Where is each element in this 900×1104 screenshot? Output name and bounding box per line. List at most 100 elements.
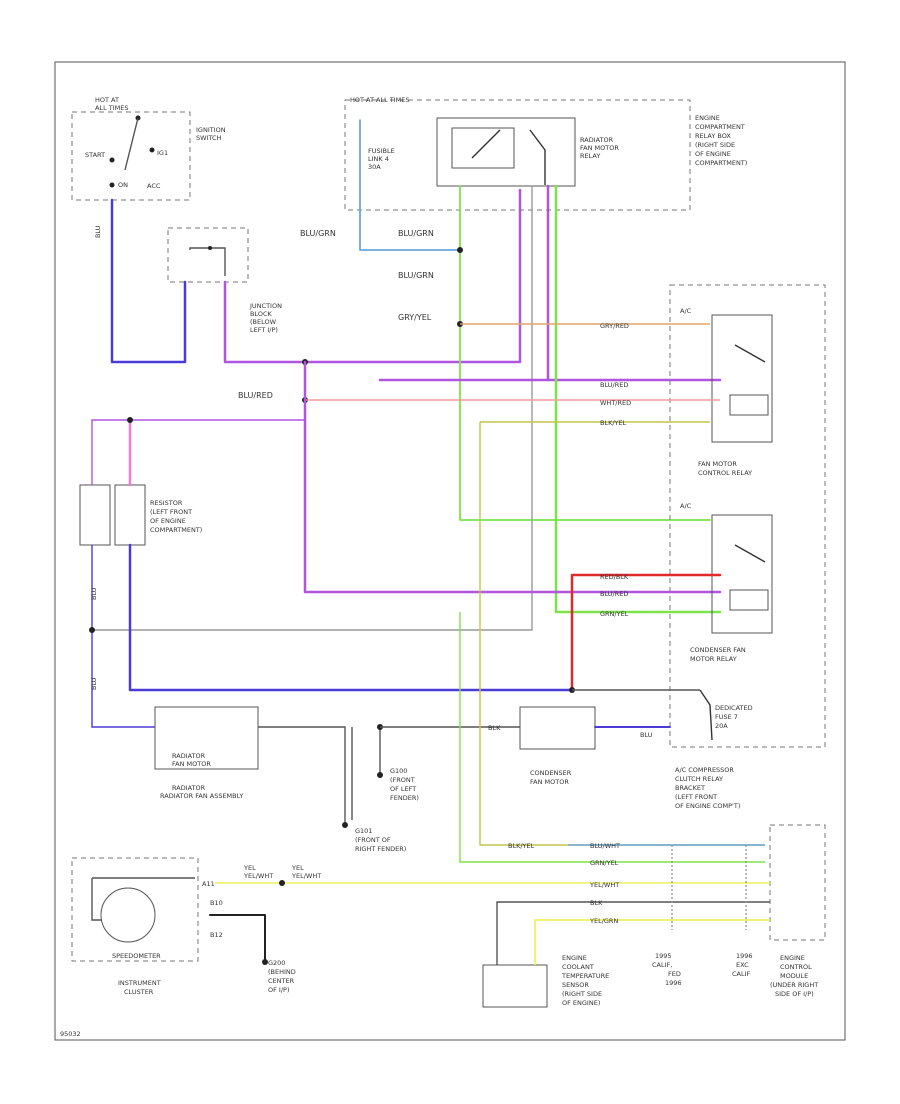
label: ENGINE [695, 114, 720, 122]
wire-blu [110, 198, 187, 364]
condenser-fan-relay [711, 514, 773, 634]
wire-label: BLU [90, 677, 98, 690]
label: A/C COMPRESSOR [675, 766, 734, 774]
splice [89, 627, 95, 633]
label: RADIATOR FAN ASSEMBLY [160, 792, 243, 800]
relay-contact [471, 129, 501, 159]
label: (RIGHT SIDE [562, 990, 602, 998]
label: (BEHIND [268, 968, 296, 976]
wire-gry-yel [459, 185, 711, 521]
ground [342, 822, 348, 828]
splice [127, 417, 133, 423]
label: COOLANT [562, 963, 594, 971]
label: MOTOR RELAY [690, 655, 737, 663]
label: OF ENGINE [150, 517, 186, 525]
relay-coil [729, 394, 769, 416]
label: RADIATOR [172, 752, 206, 760]
label: HOT AT ALL TIMES [350, 96, 410, 104]
label: FAN MOTOR [530, 778, 569, 786]
engine-compartment-relay-box [344, 99, 691, 211]
label: A/C [680, 502, 692, 510]
label: OF I/P) [268, 986, 289, 994]
terminal [149, 147, 155, 153]
label: 20A [715, 722, 728, 730]
label: (LEFT FRONT [675, 793, 717, 801]
wire-label: BLU [90, 587, 98, 600]
wire-label: BLU/RED [600, 381, 628, 389]
label: INSTRUMENT [118, 979, 161, 987]
ground [377, 772, 383, 778]
relay-coil [451, 127, 515, 169]
label: LEFT I/P) [250, 326, 278, 334]
ground [262, 959, 268, 965]
wire-label: YEL [291, 864, 304, 872]
wire-label: YEL/WHT [243, 872, 273, 880]
label: FED [668, 970, 681, 978]
relay-contact [529, 129, 546, 185]
wire-label: BLU/WHT [590, 842, 620, 850]
ect-sensor [482, 964, 548, 1008]
label: FUSIBLE [368, 147, 395, 155]
fan-control-relay [711, 314, 773, 443]
label: ENGINE [562, 954, 587, 962]
resistor-right [114, 484, 146, 546]
diagram-frame [54, 61, 846, 1041]
wire-violet-2 [303, 360, 722, 594]
label: G200 [268, 959, 285, 967]
wire-violet [546, 184, 722, 382]
label: CALIF, [652, 961, 672, 969]
label: BLU/GRN [398, 271, 434, 280]
label: BLU/GRN [300, 229, 336, 238]
figure-id: 95032 [60, 1030, 81, 1038]
label: ENGINE [780, 954, 805, 962]
wire-red-blk [570, 573, 722, 692]
label: RESISTOR [150, 499, 183, 507]
label: BRACKET [675, 784, 705, 792]
wire-label: BLU [640, 731, 653, 739]
wire-blk-sensor [496, 901, 770, 965]
label: SPEEDOMETER [112, 952, 161, 960]
gauge-lead [91, 878, 101, 921]
label: (BELOW [250, 318, 277, 326]
label: LINK 4 [368, 155, 389, 163]
label: FUSE 7 [715, 713, 738, 721]
wire-blu-red [223, 188, 522, 364]
label: START [85, 151, 105, 159]
label: CONDENSER [530, 769, 572, 777]
ground-lead [209, 914, 266, 963]
label: SWITCH [196, 134, 222, 142]
label: OF LEFT [390, 785, 416, 793]
label: CLUSTER [124, 988, 154, 996]
wire-label: BLK/YEL [508, 842, 535, 850]
wire-label: YEL/GRN [589, 917, 618, 925]
label: (FRONT OF [355, 836, 391, 844]
label: B12 [210, 931, 223, 939]
label: MODULE [780, 972, 808, 980]
label: CALIF [732, 970, 751, 978]
label: BLOCK [250, 310, 273, 318]
label: CLUTCH RELAY [675, 775, 723, 783]
wire-label: YEL/WHT [291, 872, 321, 880]
label: (UNDER RIGHT [770, 981, 818, 989]
ground-wire [258, 726, 346, 825]
label: SENSOR [562, 981, 589, 989]
wire-label: YEL/WHT [589, 881, 619, 889]
label: FAN MOTOR [172, 760, 211, 768]
label: OF ENGINE) [562, 999, 600, 1007]
wire-label: BLK [590, 899, 603, 907]
label: 30A [368, 163, 381, 171]
label: SIDE OF I/P) [775, 990, 814, 998]
instrument-cluster-box [71, 857, 199, 962]
label: TEMPERATURE [561, 972, 609, 980]
label: ALL TIMES [95, 104, 128, 112]
speedometer-gauge [100, 887, 156, 943]
terminal [208, 246, 212, 250]
label: CONTROL RELAY [698, 469, 752, 477]
wire-blu-2 [91, 545, 155, 728]
label: GRY/YEL [398, 313, 432, 322]
label: G100 [390, 767, 407, 775]
relay-contact [734, 344, 766, 363]
label: B10 [210, 899, 223, 907]
wire-blu-grn [359, 119, 461, 251]
